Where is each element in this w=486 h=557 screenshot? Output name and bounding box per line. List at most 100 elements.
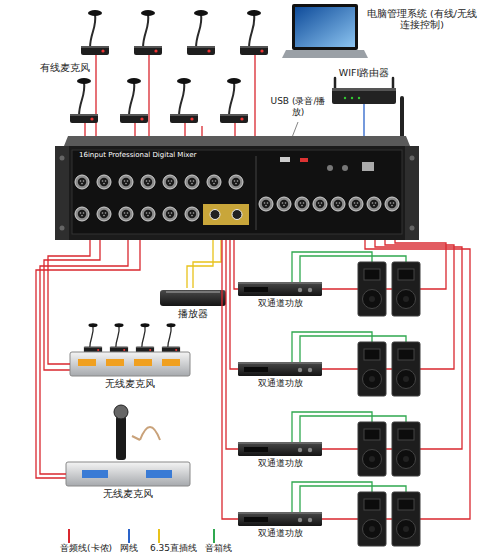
network-port [362,162,374,171]
laptop-screen [292,4,358,50]
speaker [358,342,386,396]
router [332,78,396,104]
audio-wire [85,55,255,136]
xlr-jack [119,175,133,189]
device-label: 双通道功放 [258,378,303,389]
speaker [358,422,386,476]
laptop [282,4,368,58]
speaker [392,342,420,396]
legend-item: 网线 [120,529,138,554]
usb-port [280,157,290,162]
legend-line [213,529,215,543]
wires [36,55,470,519]
led [344,97,346,99]
mixer-front [55,146,419,240]
cable [201,126,202,136]
device-box: 双通道功放 [238,512,322,526]
rack-hole [410,156,415,161]
front-panel [72,150,402,234]
xlr-jack [163,175,177,189]
xlr-jack [141,207,155,221]
speaker [392,262,420,316]
display [162,359,180,366]
xlr-jack [229,175,243,189]
device-box: 16input Professional Digital Mixer [55,136,419,240]
xlr-output [331,197,345,211]
cable [363,104,364,136]
jack-wire [187,240,213,288]
device-label: 双通道功放 [258,458,303,469]
amplifiers [238,282,322,526]
rack-hole [60,226,65,231]
xlr-output [385,197,399,211]
xlr-jack [185,175,199,189]
player-highlight [166,291,220,293]
cable [48,240,90,364]
cable [230,240,238,369]
rack-ear [405,146,419,240]
speaker [358,262,386,316]
wired-mic [134,10,162,55]
legend-text: 音箱线 [205,543,232,554]
amplifier [238,442,322,456]
xlr-jack [75,207,89,221]
display [106,359,124,366]
xlr-jack [97,175,111,189]
mixer-antenna [400,98,404,140]
headset-mic [132,427,160,440]
wired-mics [70,10,268,123]
xlr-jack [163,207,177,221]
wired-mic [70,78,98,123]
xlr-output [259,197,273,211]
handheld-mic [116,416,126,460]
rack-hole [60,156,65,161]
cable [40,240,128,474]
laptop-base [282,50,368,58]
player [160,290,226,306]
legend-item: 音箱线 [205,529,232,554]
quarter-inch-jack [210,210,220,220]
cable [222,240,238,519]
device-box: 无线麦克风 [66,462,190,486]
legend-item: 音频线(卡侬) [60,529,112,554]
port-label: USB (录音/播放) [268,96,328,118]
legend-line [128,529,130,543]
wireless-mic [110,323,128,352]
xlr-jack [97,207,111,221]
amplifier [238,512,322,526]
wireless-4ch [70,323,190,376]
wireless-mic [162,323,180,352]
device-label: 无线麦克风 [103,488,153,499]
jack-plate [203,204,249,225]
device-box: 双通道功放 [238,442,322,456]
router-body [332,88,396,104]
device-label: 播放器 [178,308,208,319]
xlr-output [313,197,327,211]
device-label: 无线麦克风 [105,378,155,389]
cable [226,240,238,449]
device-label: 双通道功放 [258,528,303,539]
receiver [66,462,190,486]
panel-divider [256,156,257,230]
device-box: 双通道功放 [238,362,322,376]
mixer-top [64,136,410,146]
quarter-inch-jack [232,210,242,220]
amplifier [238,362,322,376]
device-box: 双通道功放 [238,282,322,296]
knob [327,165,333,171]
player-body [160,290,226,306]
cable [234,240,238,289]
device-box: 电脑管理系统 (有线/无线连接控制) [288,4,362,62]
xlr-output [349,197,363,211]
rack-hole [410,226,415,231]
xlr-jack [185,207,199,221]
display [82,470,108,478]
wired-mic [187,10,215,55]
device-box: 播放器 [160,288,226,306]
speaker [392,422,420,476]
legend-text: 网线 [120,543,138,554]
router-top [332,88,396,91]
device-box: 无线麦克风 [70,352,190,376]
